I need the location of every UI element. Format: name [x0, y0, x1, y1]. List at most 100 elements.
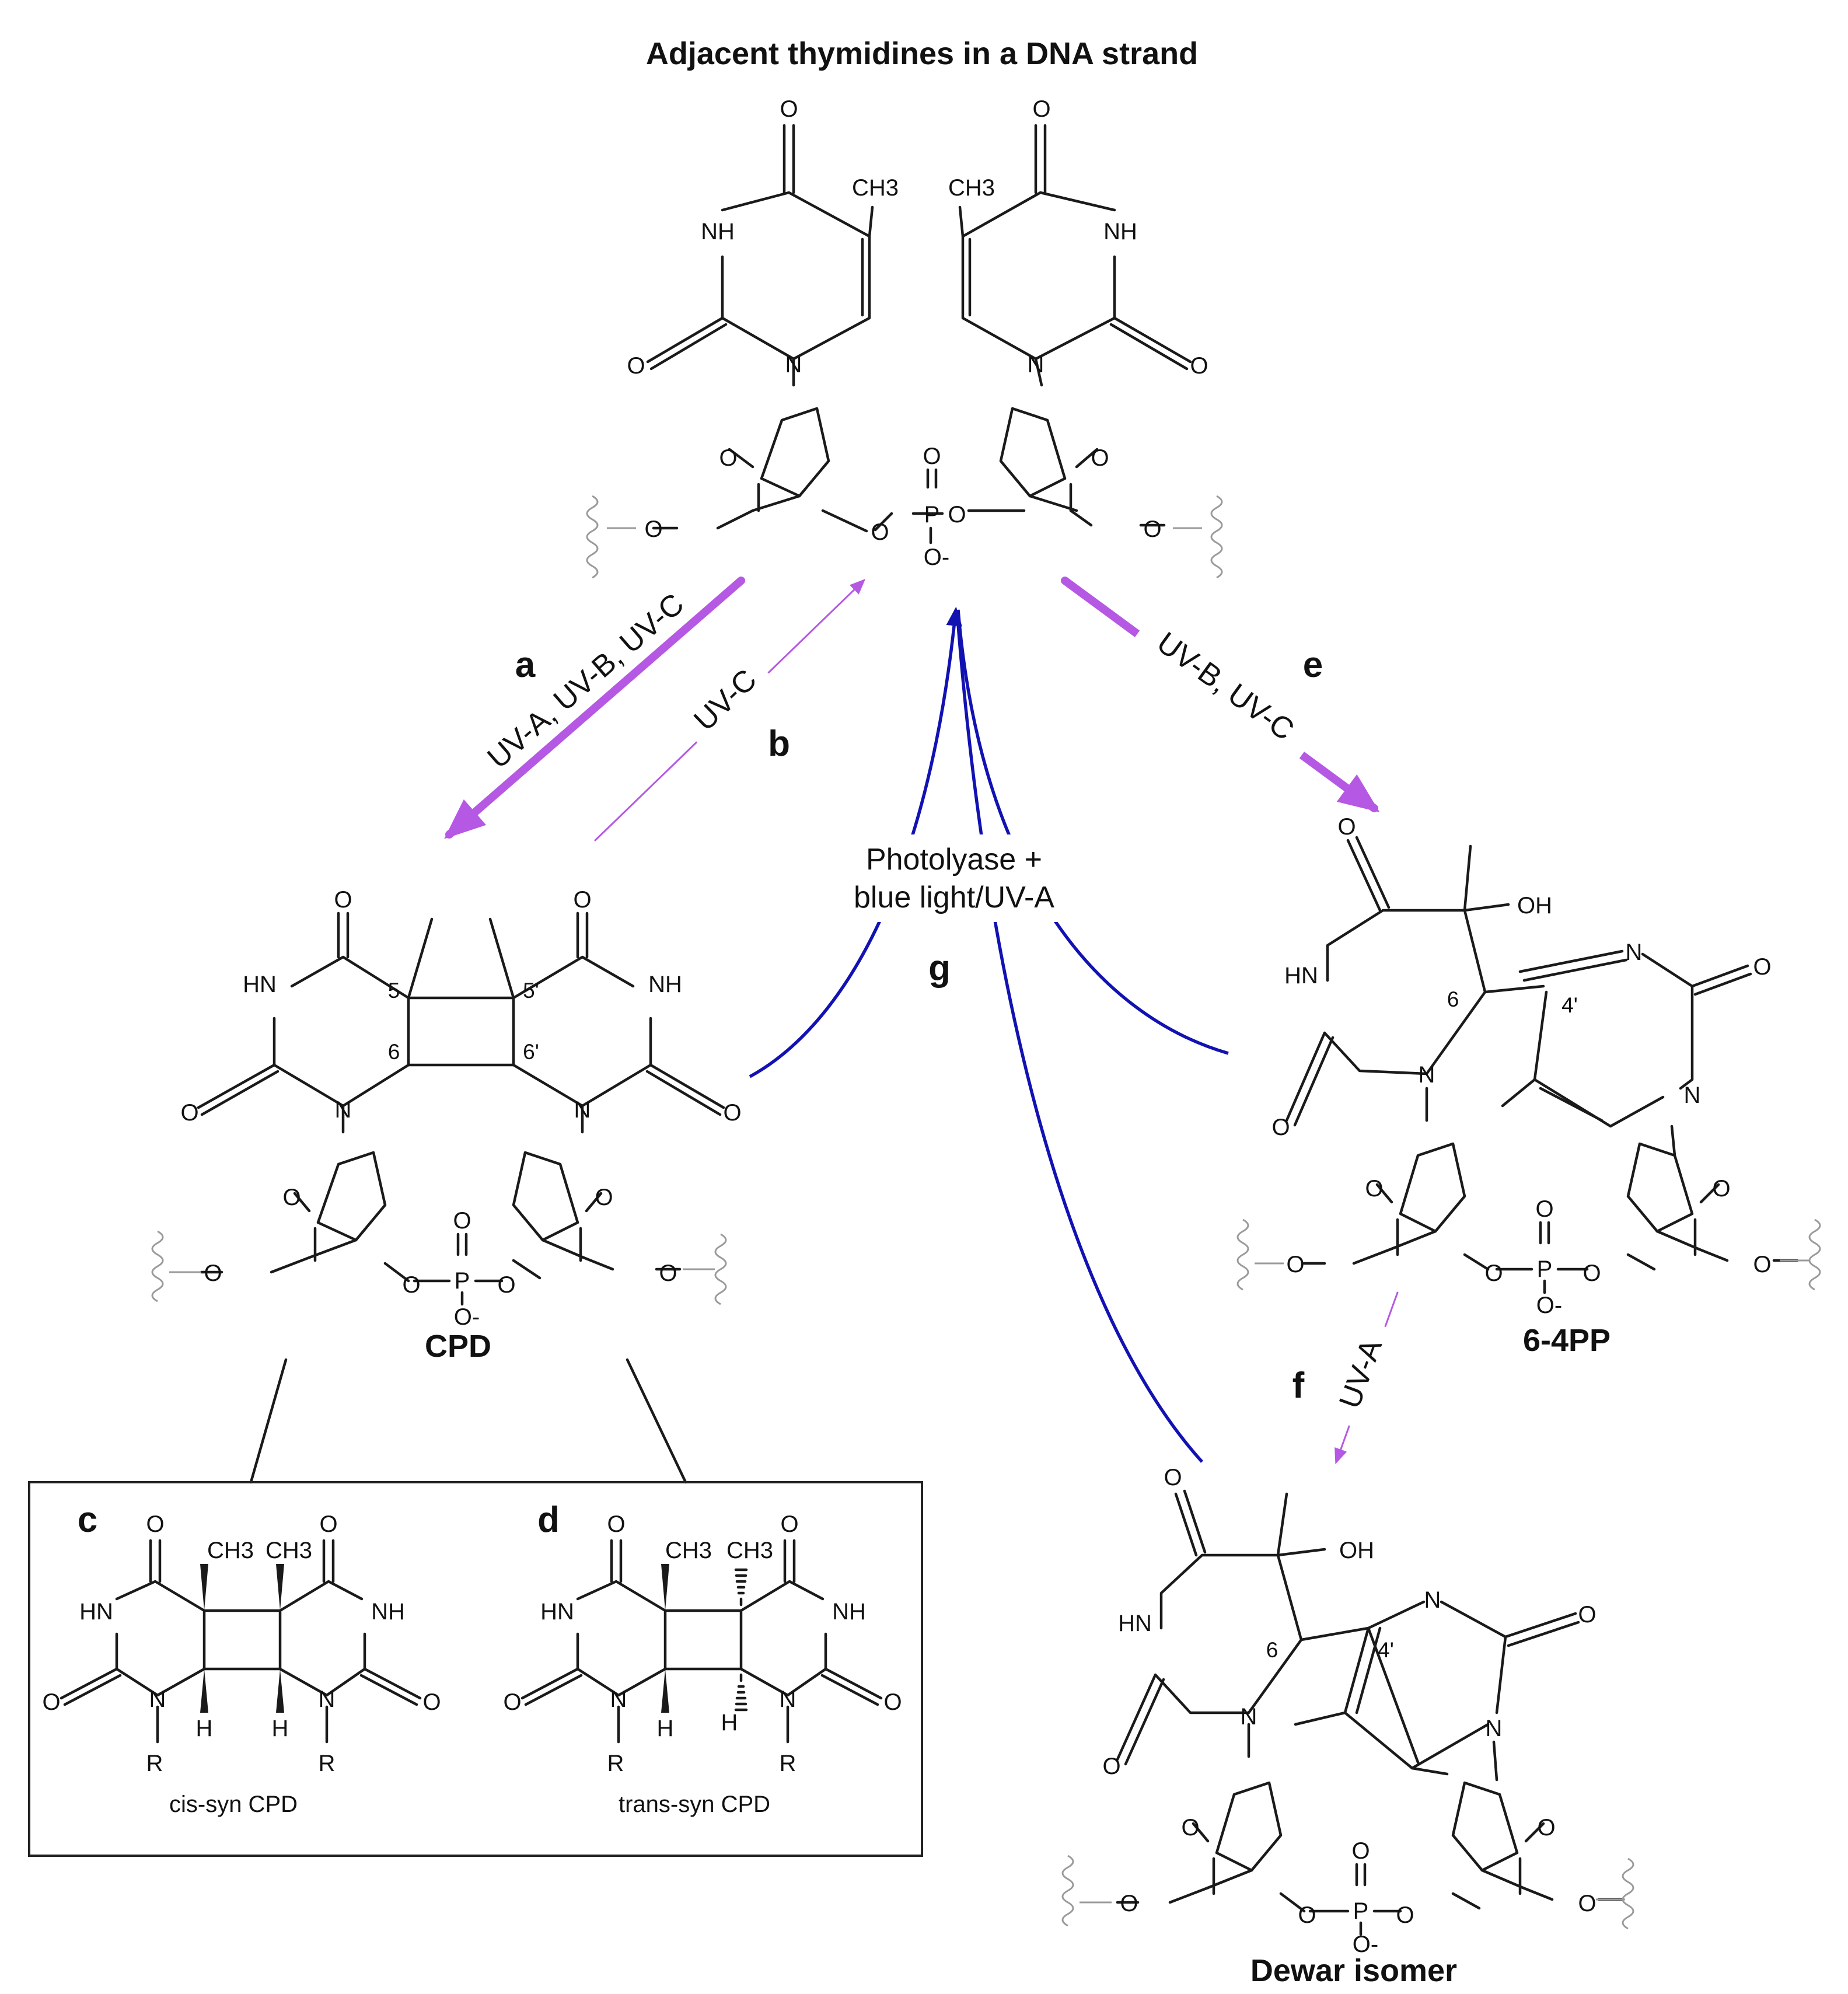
- oxygen-atom: O: [1190, 353, 1208, 379]
- oxygen-atom: O: [595, 1185, 613, 1210]
- nitrogen-atom: N: [574, 1097, 591, 1123]
- oxygen-atom: O: [607, 1511, 625, 1537]
- oxygen-atom: O: [627, 353, 645, 379]
- trans-syn-cpd-structure: O O CH3 CH3 HN NH O O N N H H R R: [503, 1511, 902, 1776]
- oxygen-atom: O: [282, 1185, 301, 1210]
- oxygen-atom: O: [1120, 1891, 1138, 1916]
- step-a-letter: a: [515, 645, 536, 685]
- position-label: 5': [523, 979, 539, 1003]
- methyl-label: CH3: [665, 1538, 712, 1563]
- oxygen-atom: O: [503, 1689, 521, 1715]
- oxygen-atom: O: [723, 1100, 741, 1126]
- strand-squiggle: [1780, 1218, 1821, 1291]
- phosphate-anion: O-: [924, 544, 949, 570]
- nitrogen-atom: N: [1419, 1062, 1435, 1088]
- amine-label: NH: [648, 972, 682, 997]
- nitrogen-atom: N: [785, 352, 802, 378]
- adjacent-thymidines: O O NH NH CH3 CH3 O O N N O O O P O O O-…: [586, 96, 1223, 579]
- oxygen-atom: O: [1032, 96, 1050, 122]
- oxygen-atom: O: [402, 1272, 420, 1298]
- strand-squiggle: [1173, 495, 1223, 579]
- oxygen-atom: O: [1143, 516, 1161, 542]
- nitrogen-atom: N: [1028, 352, 1044, 378]
- nitrogen-atom: N: [1241, 1704, 1257, 1730]
- step-e-label: UV-B, UV-C: [1151, 626, 1300, 747]
- nitrogen-atom: N: [610, 1686, 627, 1712]
- r-group: R: [319, 1751, 336, 1776]
- step-b-letter: b: [768, 724, 790, 764]
- nitrogen-atom: N: [1424, 1587, 1441, 1613]
- hydroxyl-label: OH: [1339, 1538, 1374, 1563]
- oxygen-atom: O: [1578, 1891, 1596, 1916]
- arrow-a: [444, 577, 745, 839]
- position-label: 6: [1266, 1638, 1278, 1662]
- methyl-label: CH3: [948, 175, 995, 201]
- oxygen-atom: O: [573, 887, 591, 913]
- oxygen-atom: O: [719, 445, 737, 471]
- phosphate-anion: O-: [454, 1304, 480, 1330]
- nitrogen-atom: N: [335, 1097, 352, 1123]
- oxygen-atom: O: [1396, 1902, 1414, 1928]
- phosphorus-atom: P: [924, 502, 940, 528]
- position-label: 6: [1447, 987, 1459, 1011]
- oxygen-atom: O: [146, 1511, 164, 1537]
- amine-label: NH: [371, 1599, 405, 1625]
- cis-syn-cpd-structure: O O CH3 CH3 HN NH O O N N H H R R: [42, 1511, 441, 1776]
- step-g-label-line2: blue light/UV-A: [854, 881, 1054, 914]
- oxygen-atom: O: [1578, 1602, 1596, 1628]
- amine-label: NH: [701, 219, 735, 245]
- oxygen-atom: O: [1164, 1465, 1182, 1490]
- oxygen-atom: O: [1535, 1196, 1553, 1222]
- hydrogen-atom: H: [657, 1716, 674, 1741]
- oxygen-atom: O: [42, 1689, 60, 1715]
- r-group: R: [780, 1751, 797, 1776]
- step-f-letter: f: [1292, 1366, 1305, 1406]
- hydrogen-atom: H: [196, 1716, 213, 1741]
- strand-squiggle: [1596, 1857, 1634, 1930]
- nitrogen-atom: N: [149, 1686, 166, 1712]
- trans-syn-caption: trans-syn CPD: [619, 1792, 770, 1817]
- methyl-label: CH3: [207, 1538, 254, 1563]
- step-c-letter: c: [78, 1500, 97, 1540]
- oxygen-atom: O: [1712, 1176, 1730, 1202]
- r-group: R: [146, 1751, 163, 1776]
- strand-squiggle: [151, 1230, 201, 1302]
- cis-syn-caption: cis-syn CPD: [169, 1792, 298, 1817]
- oxygen-atom: O: [1537, 1815, 1555, 1841]
- oxygen-atom: O: [204, 1260, 222, 1286]
- phosphorus-atom: P: [1537, 1256, 1553, 1282]
- step-d-letter: d: [537, 1500, 560, 1540]
- nitrogen-atom: N: [1684, 1082, 1701, 1108]
- hydrogen-atom: H: [272, 1716, 289, 1741]
- methyl-label: CH3: [266, 1538, 312, 1563]
- amine-label: HN: [79, 1599, 113, 1625]
- oxygen-atom: O: [780, 96, 798, 122]
- pp64-label: 6-4PP: [1523, 1323, 1611, 1358]
- position-label: 6': [523, 1040, 539, 1064]
- oxygen-atom: O: [883, 1689, 902, 1715]
- oxygen-atom: O: [871, 519, 889, 545]
- phosphorus-atom: P: [1353, 1898, 1369, 1924]
- position-label: 4': [1561, 993, 1578, 1017]
- oxygen-atom: O: [1582, 1260, 1601, 1286]
- position-label: 4': [1378, 1638, 1394, 1662]
- hydroxyl-label: OH: [1517, 893, 1552, 919]
- nitrogen-atom: N: [780, 1686, 797, 1712]
- r-group: R: [607, 1751, 624, 1776]
- oxygen-atom: O: [1753, 954, 1771, 980]
- amine-label: NH: [1103, 219, 1137, 245]
- oxygen-atom: O: [1298, 1902, 1316, 1928]
- repair-arrow-from-dewar: [955, 609, 1204, 1463]
- step-g-label-line1: Photolyase +: [866, 843, 1042, 876]
- oxygen-atom: O: [1337, 814, 1356, 840]
- oxygen-atom: O: [644, 516, 662, 542]
- amine-label: HN: [243, 972, 277, 997]
- nitrogen-atom: N: [1626, 940, 1643, 965]
- oxygen-atom: O: [1271, 1115, 1290, 1140]
- oxygen-atom: O: [497, 1272, 515, 1298]
- cpd-label: CPD: [425, 1329, 491, 1364]
- cpd-isomer-box: [28, 1481, 923, 1857]
- oxygen-atom: O: [319, 1511, 337, 1537]
- oxygen-atom: O: [923, 444, 941, 469]
- oxygen-atom: O: [659, 1260, 677, 1286]
